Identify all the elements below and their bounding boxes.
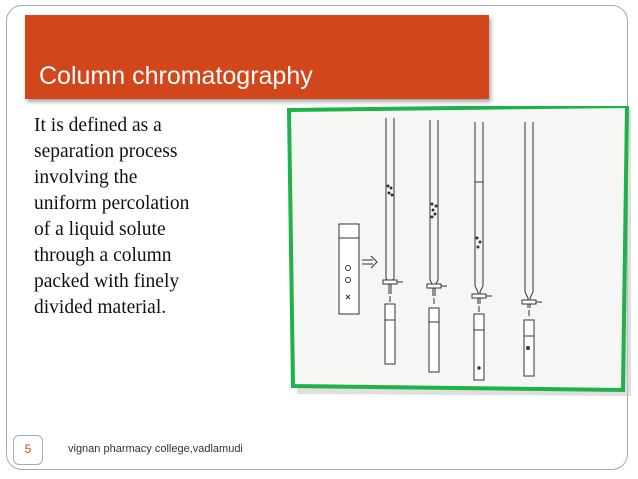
footer-text: vignan pharmacy college,vadlamudi: [68, 443, 243, 455]
chromatography-figure: [287, 106, 633, 396]
apparatus-drawing: [338, 118, 542, 381]
chromatography-illustration: [287, 106, 631, 396]
definition-line: involving the: [34, 167, 138, 188]
definition-line: through a column: [34, 245, 172, 266]
definition-text: It is defined as a separation process in…: [34, 113, 274, 321]
definition-line: separation process: [34, 141, 178, 162]
definition-line: uniform percolation: [34, 193, 190, 214]
arrow-icon: [362, 255, 378, 269]
title-bar: Column chromatography: [25, 15, 489, 99]
figure-panel: [287, 106, 630, 393]
column-2: [426, 120, 447, 373]
column-3: [471, 122, 492, 381]
definition-line: packed with finely: [34, 271, 180, 292]
definition-line: divided material.: [34, 297, 167, 318]
slide-number: 5: [13, 435, 43, 465]
column-1: [382, 118, 403, 365]
definition-line: of a liquid solute: [34, 219, 166, 240]
definition-line: It is defined as a: [34, 115, 162, 136]
sample-plate: [338, 223, 360, 315]
column-4: [521, 122, 542, 377]
slide-title: Column chromatography: [39, 62, 313, 90]
